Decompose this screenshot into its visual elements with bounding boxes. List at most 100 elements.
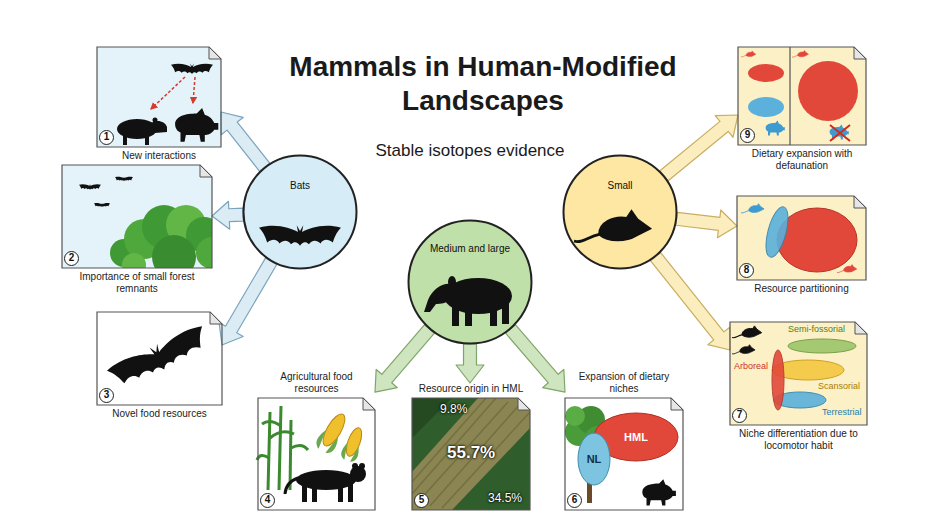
panel-body: 6NLHML xyxy=(565,398,683,510)
panel-2-picture xyxy=(115,177,133,182)
evidence-panel: 8Resource partitioning xyxy=(737,196,866,295)
panel-caption: Novel food resources xyxy=(97,408,222,420)
diagram-title: Mammals in Human-Modified Landscapes xyxy=(268,50,698,118)
panel-9-picture xyxy=(748,97,784,117)
bat-silhouette xyxy=(259,225,341,246)
block-arrow xyxy=(506,325,565,392)
panel-9-picture xyxy=(738,47,866,145)
circle-label: Bats xyxy=(242,180,358,191)
circle-outline xyxy=(242,154,358,270)
tapir-silhouette xyxy=(502,302,509,324)
tapir-silhouette xyxy=(448,276,456,288)
panel-2-picture xyxy=(79,184,101,190)
panel-3-picture xyxy=(97,312,222,405)
panel-label: Scansorial xyxy=(818,382,860,392)
panel-8-picture xyxy=(741,204,764,213)
panel-1-picture xyxy=(171,64,213,75)
panel-outline xyxy=(97,312,222,405)
panel-4-picture xyxy=(257,455,269,460)
panel-4-picture xyxy=(359,463,365,469)
panel-body: 7Semi-fossorialArborealScansorialTerrest… xyxy=(730,322,867,425)
panel-6-picture xyxy=(642,479,676,505)
evidence-panel: Resource origin in HML59.8%55.7%34.5% xyxy=(412,383,530,510)
panel-fold xyxy=(200,165,212,177)
circle-fill xyxy=(243,155,677,344)
panel-4-picture xyxy=(270,432,294,438)
panel-4-picture xyxy=(343,426,365,458)
panel-4-picture xyxy=(313,429,340,456)
panel-1-picture xyxy=(193,77,195,103)
circle-label: Medium and large xyxy=(407,243,533,254)
panel-outline xyxy=(737,196,866,280)
panel-body: 4 xyxy=(258,398,375,510)
panel-8-picture xyxy=(777,208,857,272)
panel-outline xyxy=(738,47,866,145)
callout-number: 5 xyxy=(414,493,429,508)
panel-outline xyxy=(62,165,212,268)
circle-outline xyxy=(407,219,533,345)
panel-fold xyxy=(855,322,867,334)
panel-fold xyxy=(363,398,375,410)
tapir-silhouette xyxy=(452,304,459,326)
panel-4-picture xyxy=(348,484,353,502)
panel-9-picture xyxy=(738,47,866,145)
panel-body: 3 xyxy=(97,312,222,405)
panel-2-picture xyxy=(94,203,110,207)
panel-body: 2 xyxy=(62,165,212,268)
panel-caption: Dietary expansion with defaunation xyxy=(738,148,866,172)
ellipse-shape xyxy=(594,413,678,461)
panel-4-picture xyxy=(296,463,366,502)
panel-body: 9 xyxy=(738,47,866,145)
panel-6-picture xyxy=(565,398,683,510)
callout-number: 3 xyxy=(99,388,114,403)
circle-outline xyxy=(409,221,532,344)
panel-1-picture xyxy=(145,135,149,145)
block-arrow xyxy=(219,258,277,345)
callout-number: 2 xyxy=(64,251,79,266)
panel-outline xyxy=(738,47,866,145)
tapir-silhouette xyxy=(424,284,454,312)
panel-5-photo xyxy=(412,398,530,510)
panel-9-picture xyxy=(830,125,850,141)
panel-fold xyxy=(518,398,530,410)
panel-outline xyxy=(258,398,375,510)
panel-6-picture xyxy=(565,398,683,510)
circle-fill xyxy=(563,155,677,269)
panel-4-picture xyxy=(339,442,361,464)
panel-1-picture xyxy=(123,135,127,145)
panel-outline xyxy=(565,398,683,510)
panel-4-picture xyxy=(338,484,343,502)
panel-caption: Resource partitioning xyxy=(737,283,866,295)
callout-number: 8 xyxy=(739,263,754,278)
panel-outline xyxy=(97,312,222,405)
panel-outline xyxy=(730,322,867,425)
circle-label: Small xyxy=(562,180,678,191)
evidence-panel: 9Dietary expansion with defaunation xyxy=(738,47,866,172)
panel-fold xyxy=(210,312,222,324)
panel-1-picture xyxy=(97,47,221,147)
panel-fold xyxy=(854,196,866,208)
panel-fold xyxy=(209,47,221,59)
panel-5-photo xyxy=(412,398,530,510)
panel-fold xyxy=(854,47,866,59)
panel-7-picture xyxy=(732,326,762,338)
panel-caption: New interactions xyxy=(97,150,221,162)
panel-5-photo xyxy=(430,404,520,506)
panel-4-picture xyxy=(352,463,358,469)
block-arrow xyxy=(650,253,730,350)
block-arrow xyxy=(676,210,737,238)
panel-outline xyxy=(97,47,221,147)
panel-7-picture xyxy=(732,345,755,354)
evidence-panel: 2Importance of small forest remnants xyxy=(62,165,212,295)
panel-label: 34.5% xyxy=(488,492,522,505)
panel-5-photo xyxy=(412,398,486,482)
panel-caption: Expansion of dietary niches xyxy=(565,371,683,395)
panel-5-photo xyxy=(412,398,530,510)
panel-9-picture xyxy=(766,121,785,136)
panel-8-picture xyxy=(762,205,793,260)
panel-3-picture xyxy=(106,323,212,391)
panel-outline xyxy=(97,47,221,147)
panel-fold xyxy=(671,398,683,410)
panel-1-picture xyxy=(151,77,185,109)
panel-5-photo xyxy=(442,412,530,508)
